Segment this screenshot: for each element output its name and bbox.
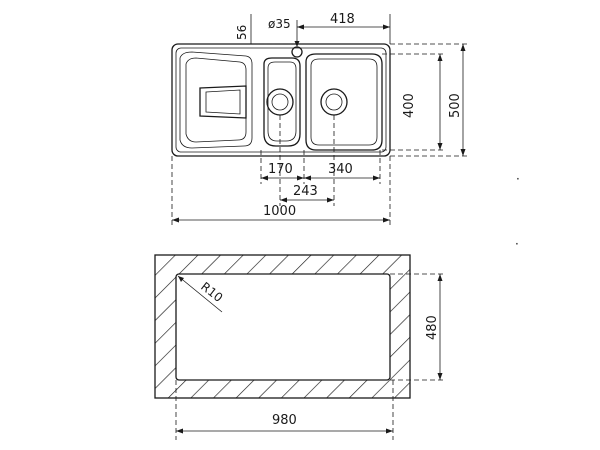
- dim-main-bowl-width: 418: [297, 12, 391, 44]
- cutout-view: R10 480 980: [154, 254, 445, 440]
- sink-inner-rim: [175, 47, 387, 153]
- sink-top-view: 56 ø35 418 400: [171, 12, 470, 226]
- dim-tap-offset-label: 56: [235, 25, 249, 40]
- countertop-outline: [154, 254, 411, 399]
- dim-small-bowl-width-label: 170: [268, 162, 293, 177]
- main-bowl-drain: [320, 88, 348, 116]
- tap-hole: [291, 46, 303, 58]
- dim-tap-hole: ø35: [268, 17, 300, 47]
- dim-corner-radius-label: R10: [198, 279, 225, 305]
- dim-main-bowl-inner: 340: [304, 162, 380, 181]
- dim-tap-hole-label: ø35: [268, 17, 291, 31]
- dim-bowl-depth: 400: [382, 53, 445, 151]
- dim-main-bowl-inner-label: 340: [328, 162, 353, 177]
- stray-mark-2: ·: [515, 237, 519, 251]
- dim-main-bowl-width-label: 418: [330, 12, 355, 27]
- main-bowl: [305, 53, 383, 151]
- dim-cutout-depth: 480: [390, 273, 445, 381]
- stray-mark-1: ·: [516, 172, 520, 186]
- dim-cutout-width: 980: [175, 380, 394, 440]
- cutout-opening: [175, 273, 391, 381]
- dim-overall-depth: 500: [390, 43, 470, 157]
- drainboard: [179, 51, 253, 149]
- dim-bowl-depth-label: 400: [402, 93, 417, 118]
- dim-small-bowl-width: 170: [261, 162, 304, 181]
- dim-overall-depth-label: 500: [448, 93, 463, 118]
- dim-overall-width-label: 1000: [263, 204, 296, 219]
- dim-drain-spacing: 243: [280, 184, 334, 203]
- countertop-hatch: [155, 255, 410, 398]
- drainboard-groove: [199, 85, 247, 119]
- dim-cutout-depth-label: 480: [425, 315, 440, 340]
- dim-overall-width: 1000: [172, 204, 390, 223]
- sink-outer-outline: [171, 43, 391, 157]
- dim-corner-radius: R10: [177, 275, 225, 313]
- dim-drain-spacing-label: 243: [293, 184, 318, 199]
- small-bowl: [263, 57, 301, 147]
- small-bowl-drain: [266, 88, 294, 116]
- dim-cutout-width-label: 980: [272, 413, 297, 428]
- dim-tap-offset: 56: [235, 14, 297, 45]
